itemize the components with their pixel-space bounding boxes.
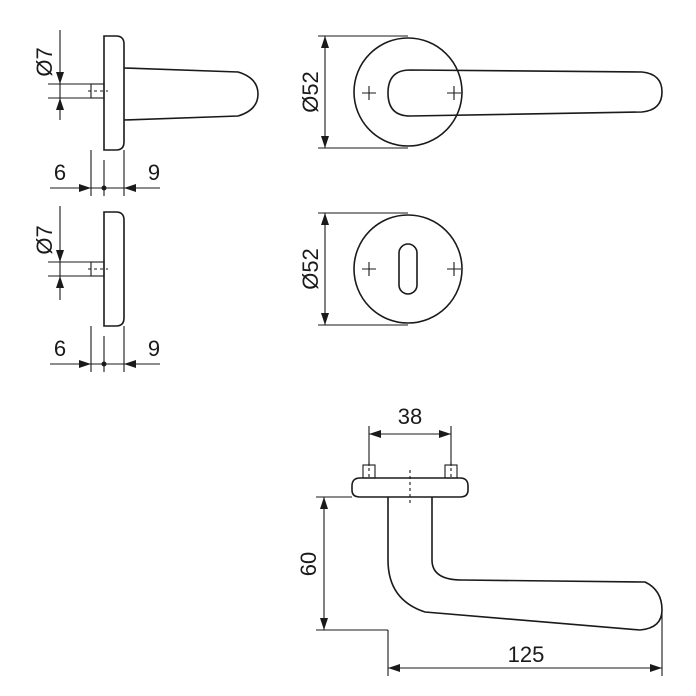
side-view-handle: Ø7 6 9 — [32, 30, 259, 196]
rose-circle — [353, 37, 463, 147]
offset-label-left-top: 6 — [54, 160, 66, 185]
screw-mark-right — [447, 262, 461, 276]
key-rose-plate-outline — [103, 211, 125, 327]
lever-top-outline — [387, 497, 663, 631]
offset-label-left-bottom: 6 — [54, 336, 66, 361]
side-view-key-rose: Ø7 6 9 — [32, 206, 160, 372]
dia-label-key-rose: Ø52 — [298, 248, 323, 290]
keyhole — [398, 243, 418, 295]
key-rose-circle — [353, 214, 463, 324]
lever-outline — [123, 67, 259, 121]
rose-plate-outline — [103, 35, 125, 151]
height-label: 60 — [296, 552, 321, 576]
rose-plate-top — [351, 477, 469, 498]
lever-outline — [387, 69, 663, 117]
screw-mark-left — [362, 86, 376, 100]
front-view-handle-rose: Ø52 — [298, 35, 663, 149]
offset-label-right-bottom: 9 — [148, 336, 160, 361]
screw-mark-right — [447, 86, 461, 100]
dia-label-top: Ø7 — [32, 47, 57, 76]
offset-label-right-top: 9 — [148, 160, 160, 185]
dia-label-bottom: Ø7 — [32, 225, 57, 254]
top-view-handle: 38 60 125 — [296, 404, 663, 676]
screw-mark-left — [362, 262, 376, 276]
front-view-key-rose: Ø52 — [298, 212, 463, 326]
length-label: 125 — [508, 642, 545, 667]
dia-label-rose: Ø52 — [298, 71, 323, 113]
width-label: 38 — [398, 404, 422, 429]
